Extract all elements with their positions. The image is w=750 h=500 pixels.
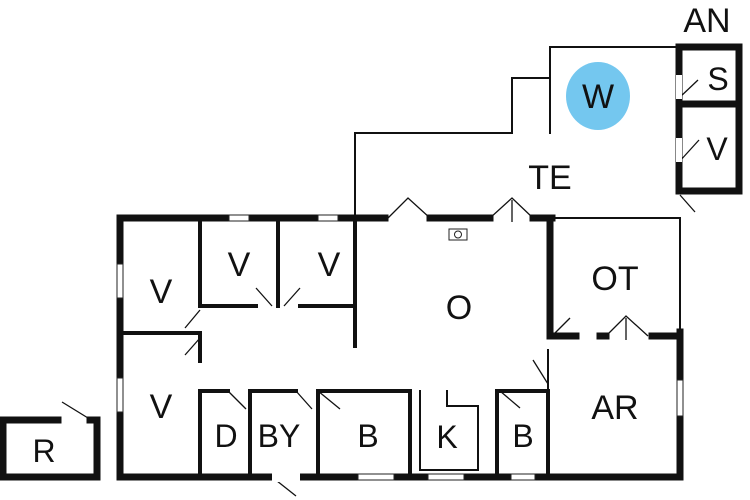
interior-walls bbox=[122, 218, 684, 476]
door-v2 bbox=[283, 287, 301, 307]
label-w: W bbox=[582, 78, 614, 116]
terrace-outline bbox=[354, 46, 681, 331]
window-ar bbox=[676, 379, 684, 417]
window-v-left-top bbox=[116, 263, 124, 299]
label-s: S bbox=[707, 61, 728, 97]
door-terrace-1 bbox=[387, 197, 431, 219]
door-terrace-2 bbox=[489, 197, 534, 219]
whirlpool bbox=[566, 62, 630, 130]
windows bbox=[116, 214, 684, 481]
label-v-small-1: V bbox=[228, 246, 251, 284]
door-b2 bbox=[499, 390, 521, 409]
label-b-2: B bbox=[512, 418, 533, 454]
label-b-1: B bbox=[357, 418, 378, 454]
door-entrance-gap bbox=[272, 472, 300, 482]
label-v-left-top: V bbox=[150, 273, 173, 311]
main-house-walls bbox=[116, 214, 684, 481]
label-an: AN bbox=[683, 2, 730, 40]
annex-door-gap-v bbox=[676, 138, 682, 162]
label-v-left-bottom: V bbox=[150, 388, 173, 426]
annex-walls bbox=[675, 43, 743, 195]
window-b2 bbox=[510, 473, 536, 481]
label-o: O bbox=[446, 289, 472, 327]
r-building bbox=[0, 401, 101, 481]
terrace-gate bbox=[679, 194, 696, 213]
label-k: K bbox=[436, 419, 457, 455]
room-labels: AN S V W TE V V V O OT V D BY B K B AR R bbox=[32, 2, 730, 469]
door-v-left-bottom bbox=[184, 337, 201, 356]
annex-outer-wall bbox=[675, 43, 743, 195]
label-d: D bbox=[214, 418, 237, 454]
door-b1 bbox=[317, 390, 341, 410]
label-v-annex: V bbox=[706, 131, 728, 167]
label-ar: AR bbox=[591, 389, 638, 427]
door-ot-1 bbox=[551, 317, 571, 337]
annex-door-gap-s bbox=[676, 75, 682, 99]
window-v-left-bottom bbox=[116, 377, 124, 413]
outer-wall-left-bottom bbox=[116, 214, 552, 481]
label-v-small-2: V bbox=[318, 246, 341, 284]
terrace-edge-top bbox=[549, 46, 679, 134]
door-ot-2 bbox=[605, 315, 649, 337]
door-v1 bbox=[255, 287, 273, 307]
kitchen-counter bbox=[419, 390, 479, 471]
door-v-left-top bbox=[184, 309, 201, 329]
door-d bbox=[227, 390, 247, 410]
door-ar bbox=[532, 359, 549, 385]
r-door bbox=[61, 401, 89, 419]
r-walls bbox=[0, 416, 101, 481]
label-te: TE bbox=[528, 159, 571, 197]
label-by: BY bbox=[258, 418, 301, 454]
window-b1 bbox=[357, 473, 395, 481]
label-ot: OT bbox=[591, 260, 638, 298]
annex-door-v bbox=[678, 139, 700, 163]
label-r: R bbox=[32, 433, 55, 469]
fireplace-icon bbox=[448, 228, 468, 241]
window-v2 bbox=[317, 214, 339, 222]
terrace-edge-left bbox=[354, 77, 551, 219]
window-v1 bbox=[228, 214, 250, 222]
window-k bbox=[427, 473, 465, 481]
annex-door-s bbox=[678, 79, 699, 99]
door-by bbox=[295, 390, 313, 410]
door-swings bbox=[184, 197, 649, 497]
